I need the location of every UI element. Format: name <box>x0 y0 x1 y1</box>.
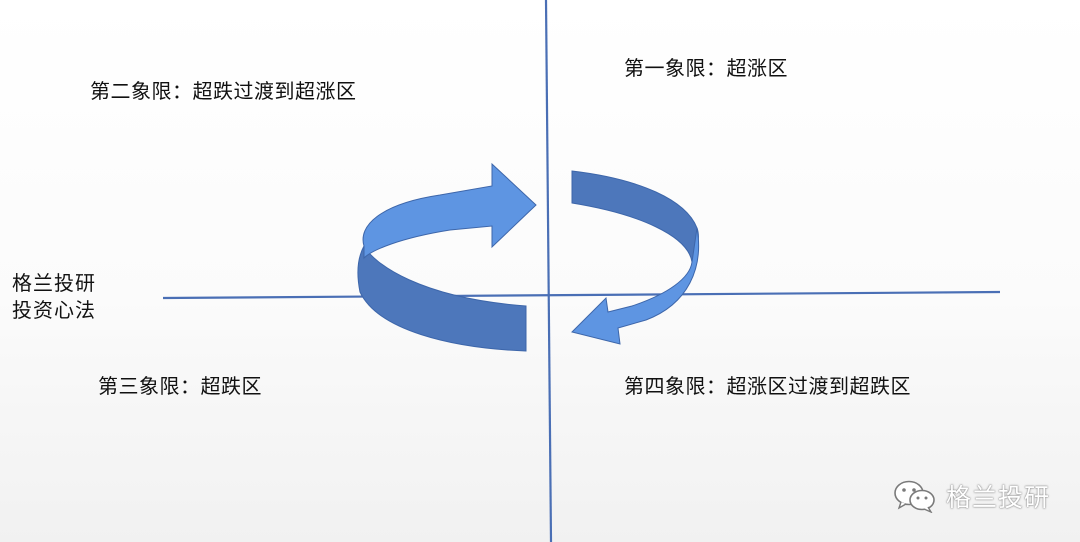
left-cycle-arrow <box>358 164 536 351</box>
right-cycle-arrow <box>572 171 699 344</box>
watermark-text: 格兰投研 <box>946 478 1050 514</box>
vertical-axis <box>546 0 551 542</box>
quadrant-1-label: 第一象限：超涨区 <box>624 55 788 81</box>
quadrant-4-label: 第四象限：超涨区过渡到超跌区 <box>624 373 911 399</box>
side-caption-line-2: 投资心法 <box>12 297 96 324</box>
watermark: 格兰投研 <box>893 478 1050 514</box>
wechat-icon <box>893 479 937 513</box>
right-arrow-back-band <box>572 171 698 262</box>
side-caption-line-1: 格兰投研 <box>12 270 96 297</box>
right-arrow-front-band <box>572 228 699 344</box>
horizontal-axis <box>163 292 1000 298</box>
quadrant-2-label: 第二象限：超跌过渡到超涨区 <box>90 78 357 104</box>
left-arrow-back-band <box>358 246 526 351</box>
quadrant-3-label: 第三象限：超跌区 <box>98 373 262 399</box>
side-caption: 格兰投研 投资心法 <box>12 270 96 324</box>
left-arrow-front-band <box>363 164 536 258</box>
